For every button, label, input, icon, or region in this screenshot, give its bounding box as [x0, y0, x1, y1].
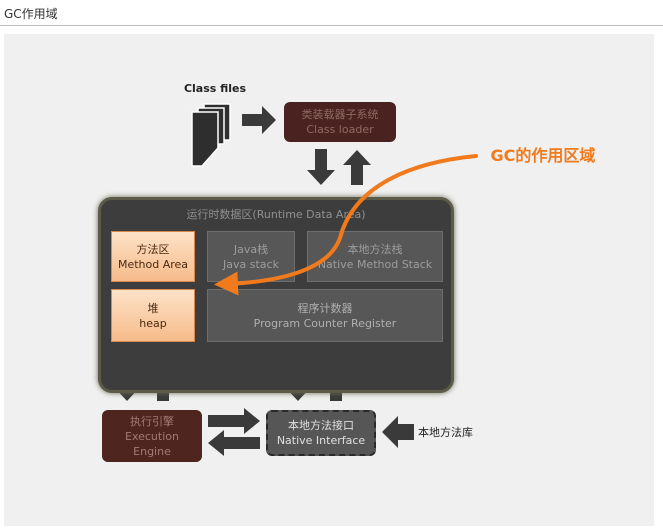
pc-register-box: 程序计数器 Program Counter Register	[207, 289, 443, 342]
page-header: GC作用域	[0, 0, 663, 26]
method-area-label-en: Method Area	[117, 257, 189, 271]
native-stack-label-en: Native Method Stack	[317, 257, 433, 271]
arrow-left-engine-icon	[208, 430, 260, 456]
arrow-from-library-icon	[382, 416, 414, 448]
runtime-area-title: 运行时数据区(Runtime Data Area)	[186, 208, 366, 221]
pc-register-label-cn: 程序计数器	[297, 301, 353, 315]
java-stack-label-cn: Java栈	[233, 242, 269, 256]
gc-area-label: GC的作用区域	[490, 146, 596, 165]
page-title: GC作用域	[4, 7, 58, 21]
gc-pointer-arrow-icon	[214, 154, 478, 296]
java-stack-box: Java栈 Java stack	[207, 231, 295, 282]
class-loader-label-en: Class loader	[306, 123, 374, 136]
class-files-icon	[191, 103, 231, 167]
java-stack-label-en: Java stack	[223, 257, 279, 271]
native-stack-label-cn: 本地方法栈	[347, 242, 403, 256]
method-area-label-cn: 方法区	[136, 242, 170, 256]
native-library-label: 本地方法库	[418, 426, 473, 439]
native-interface-label-en: Native Interface	[276, 434, 366, 447]
heap-label-en: heap	[139, 316, 167, 330]
heap-label-cn: 堆	[147, 301, 159, 315]
method-area-box: 方法区 Method Area	[111, 231, 195, 282]
arrow-right-engine-icon	[208, 408, 260, 434]
native-interface-box: 本地方法接口 Native Interface	[266, 410, 376, 456]
gc-pointer-overlay	[214, 154, 478, 296]
runtime-data-area: 运行时数据区(Runtime Data Area) 方法区 Method Are…	[98, 197, 454, 393]
jvm-diagram: Class files 类装载器子系统 Class loader GC的作用区域…	[4, 34, 654, 526]
execution-engine-box: 执行引擎 Execution Engine	[102, 410, 202, 462]
execution-engine-label-en-1: Execution	[125, 429, 179, 443]
native-interface-label-cn: 本地方法接口	[288, 419, 354, 432]
pc-register-label-en: Program Counter Register	[253, 316, 397, 330]
arrow-down-loader-icon	[307, 149, 335, 185]
arrow-up-loader-icon	[343, 150, 371, 185]
class-loader-label-cn: 类装载器子系统	[301, 108, 379, 121]
execution-engine-label-cn: 执行引擎	[130, 414, 174, 428]
heap-box: 堆 heap	[111, 289, 195, 342]
class-files-label: Class files	[183, 82, 247, 95]
class-loader-box: 类装载器子系统 Class loader	[284, 102, 396, 142]
arrow-to-class-loader-icon	[242, 106, 276, 134]
execution-engine-label-en-2: Engine	[133, 444, 171, 458]
